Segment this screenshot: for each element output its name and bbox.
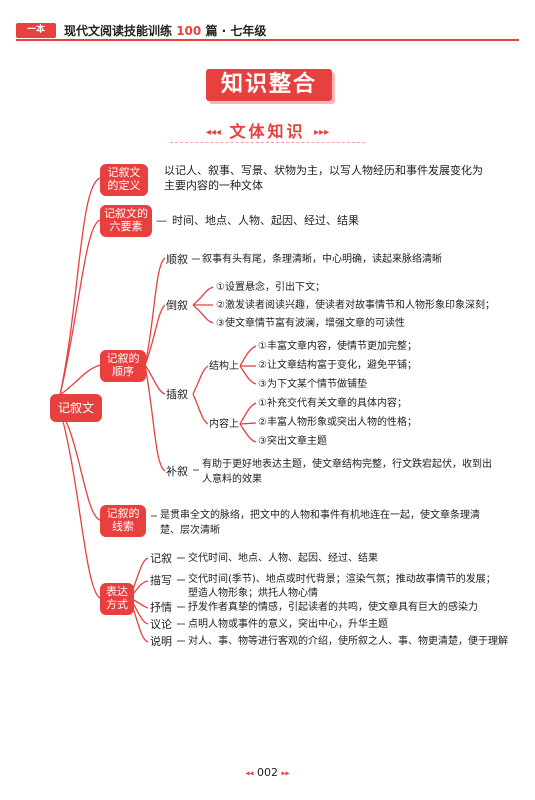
header-rule — [16, 39, 519, 41]
expr-label-shuqing: 抒情 — [150, 601, 172, 614]
expression-label-2: 方式 — [106, 598, 128, 611]
right-arrows-icon: ▸▸▸ — [314, 127, 330, 138]
expr-text-jixu: 交代时间、地点、人物、起因、经过、结果 — [188, 553, 378, 564]
elements-label-1: 记叙文的 — [104, 207, 148, 220]
structure-item-1: ①丰富文章内容，使情节更加完整； — [258, 341, 417, 352]
order-node: 记叙的 顺序 — [100, 350, 146, 382]
clue-node: 记叙的 线索 — [100, 505, 146, 537]
daoxu-label: 倒叙 — [166, 299, 188, 312]
elements-node: 记叙文的 六要素 — [100, 205, 152, 237]
root-node: 记叙文 — [50, 394, 102, 422]
structure-item-2: ②让文章结构富于变化，避免平铺； — [258, 360, 417, 371]
clue-text-2: 楚、层次清晰 — [160, 525, 220, 536]
content-item-3: ③突出文章主题 — [258, 436, 327, 447]
structure-label: 结构上 — [209, 361, 239, 372]
expr-label-miaoxie: 描写 — [150, 574, 172, 587]
expression-label-1: 表达 — [106, 585, 128, 598]
expr-text-miaoxie-2: 塑造人物形象；烘托人物心情 — [188, 588, 318, 599]
content-label: 内容上 — [209, 419, 239, 430]
order-label-1: 记叙的 — [106, 352, 140, 365]
expr-label-yilun: 议论 — [150, 618, 172, 631]
structure-item-3: ③为下文某个情节做铺垫 — [258, 379, 367, 390]
book-title-post: 篇 · 七年级 — [205, 24, 267, 38]
shunxu-label: 顺叙 — [166, 253, 188, 266]
clue-label-1: 记叙的 — [106, 507, 140, 520]
daoxu-item-3: ③使文章情节富有波澜，增强文章的可读性 — [216, 318, 405, 329]
order-label-2: 顺序 — [112, 365, 134, 378]
section-title-text: 文体知识 — [229, 122, 306, 141]
clue-label-2: 线索 — [112, 520, 134, 533]
buxu-text-2: 人意料的效果 — [202, 474, 262, 485]
content-item-2: ②丰富人物形象或突出人物的性格； — [258, 417, 417, 428]
content-item-1: ①补充交代有关文章的具体内容； — [258, 398, 407, 409]
elements-text: 时间、地点、人物、起因、经过、结果 — [172, 214, 359, 227]
expr-label-jixu: 记叙 — [150, 552, 172, 565]
banner-title: 知识整合 — [206, 69, 332, 101]
left-arrows-icon: ◂◂◂ — [205, 127, 221, 138]
chaxu-label: 插叙 — [166, 388, 188, 401]
series-logo: 一本 — [16, 23, 56, 38]
expr-text-shuoming: 对人、事、物等进行客观的介绍，使所叙之人、事、物更清楚，便于理解 — [188, 636, 508, 647]
book-title-pre: 现代文阅读技能训练 — [64, 24, 173, 38]
daoxu-item-1: ①设置悬念，引出下文； — [216, 282, 325, 293]
definition-text-1: 以记人、叙事、写景、状物为主，以写人物经历和事件发展变化为 — [164, 164, 483, 177]
definition-label-1: 记叙文 — [107, 166, 141, 179]
expression-node: 表达 方式 — [100, 583, 134, 615]
book-title-num: 100 — [176, 24, 202, 38]
expr-text-yilun: 点明人物或事件的意义，突出中心，升华主题 — [188, 619, 388, 630]
footer-right-arrows-icon: ▸▸ — [281, 768, 290, 778]
elements-dash: — — [156, 214, 167, 227]
footer-left-arrows-icon: ◂◂ — [245, 768, 254, 778]
definition-node: 记叙文 的定义 — [100, 164, 148, 196]
daoxu-item-2: ②激发读者阅读兴趣，使读者对故事情节和人物形象印象深刻； — [216, 300, 495, 311]
page-header: 一本 现代文阅读技能训练 100 篇 · 七年级 — [16, 21, 519, 43]
buxu-label: 补叙 — [166, 465, 188, 478]
page-footer: ◂◂ 002 ▸▸ — [0, 766, 535, 779]
expr-label-shuoming: 说明 — [150, 635, 172, 648]
buxu-text-1: 有助于更好地表达主题，使文章结构完整，行文跌宕起伏，收到出 — [202, 459, 492, 470]
page-number: 002 — [257, 766, 278, 779]
expr-text-shuqing: 抒发作者真挚的情感，引起读者的共鸣，使文章具有巨大的感染力 — [188, 602, 478, 613]
definition-text-2: 主要内容的一种文体 — [164, 179, 263, 192]
elements-label-2: 六要素 — [109, 220, 143, 233]
expr-text-miaoxie-1: 交代时间(季节)、地点或时代背景；渲染气氛；推动故事情节的发展； — [188, 574, 496, 585]
shunxu-text: 叙事有头有尾，条理清晰，中心明确，读起来脉络清晰 — [202, 254, 442, 265]
book-title: 现代文阅读技能训练 100 篇 · 七年级 — [64, 22, 266, 39]
clue-text-1: 是贯串全文的脉络，把文中的人物和事件有机地连在一起，使文章条理清 — [160, 510, 480, 521]
section-title: ◂◂◂ 文体知识 ▸▸▸ — [0, 118, 535, 142]
definition-label-2: 的定义 — [107, 179, 141, 192]
section-divider — [170, 142, 365, 144]
